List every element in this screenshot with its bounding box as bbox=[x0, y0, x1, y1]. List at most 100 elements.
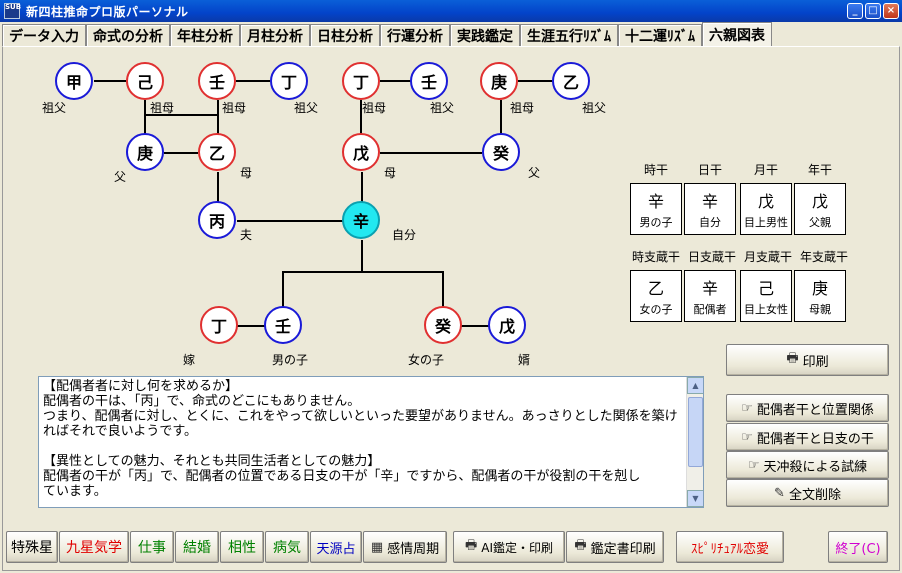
aisho-button[interactable]: 相性 bbox=[220, 531, 264, 563]
kekkon-label: 結婚 bbox=[183, 540, 211, 556]
grandmother-node-2: 壬 bbox=[198, 62, 236, 100]
ai-print-label: AI鑑定・印刷 bbox=[481, 540, 554, 555]
grandmother-node-4: 庚 bbox=[480, 62, 518, 100]
branch-stem-value: 庚 bbox=[811, 279, 828, 298]
stem-value: 戊 bbox=[811, 192, 828, 211]
title-bar: SUB 新四柱推命プロ版パーソナル _ □ × bbox=[0, 0, 902, 22]
printer-icon: 🖶 bbox=[464, 538, 478, 553]
kyusei-button[interactable]: 九星気学 bbox=[59, 531, 129, 563]
tab-juniun-rhythm[interactable]: 十二運ﾘｽﾞﾑ bbox=[618, 24, 702, 46]
grandfather-label-1: 祖父 bbox=[42, 101, 67, 115]
kanjo-label: 感情周期 bbox=[387, 541, 440, 557]
grandfather-node-2: 丁 bbox=[270, 62, 308, 100]
kanjo-button[interactable]: ▦ 感情周期 bbox=[363, 531, 447, 563]
son-in-law-label: 婿 bbox=[518, 353, 531, 367]
tab-data-input[interactable]: データ入力 bbox=[2, 24, 86, 46]
window-title: 新四柱推命プロ版パーソナル bbox=[26, 4, 189, 19]
tab-day-pillar[interactable]: 日柱分析 bbox=[310, 24, 380, 46]
branch-box-year: 庚 母親 bbox=[794, 270, 846, 322]
mother-node-right: 戊 bbox=[342, 133, 380, 171]
father-node-left: 庚 bbox=[126, 133, 164, 171]
tab-gogyo-rhythm[interactable]: 生涯五行ﾘｽﾞﾑ bbox=[520, 24, 618, 46]
spouse-branch-button[interactable]: ☞ 配偶者干と日支の干 bbox=[726, 423, 889, 451]
description-line bbox=[43, 439, 681, 454]
grandmother-label-2: 祖母 bbox=[222, 101, 247, 115]
ai-print-button[interactable]: 🖶 AI鑑定・印刷 bbox=[453, 531, 565, 563]
textarea-scrollbar[interactable]: ▲ ▼ bbox=[686, 377, 703, 507]
self-label: 自分 bbox=[392, 228, 417, 242]
father-label-left: 父 bbox=[114, 170, 127, 184]
self-node: 辛 bbox=[342, 201, 380, 239]
description-line: つまり、配偶者に対し、とくに、これをやって欲しいといった要望がありません。あっさ… bbox=[43, 409, 678, 424]
branch-header-hour: 時支蔵干 bbox=[631, 250, 680, 264]
tab-gyoun[interactable]: 行運分析 bbox=[380, 24, 450, 46]
tab-rokushin[interactable]: 六親図表 bbox=[702, 22, 772, 46]
tenchusatsu-label: 天冲殺による試練 bbox=[763, 459, 868, 475]
byoki-button[interactable]: 病気 bbox=[265, 531, 309, 563]
clear-all-button[interactable]: ✎ 全文削除 bbox=[726, 479, 889, 507]
stem-header-year: 年干 bbox=[807, 163, 832, 177]
branch-relation: 女の子 bbox=[639, 303, 673, 316]
tengen-label: 天源占 bbox=[316, 541, 356, 557]
spouse-position-label: 配偶者干と位置関係 bbox=[756, 402, 874, 418]
shigoto-label: 仕事 bbox=[138, 540, 166, 556]
tokushu-button[interactable]: 特殊星 bbox=[6, 531, 58, 563]
kanteisho-print-button[interactable]: 🖶 鑑定書印刷 bbox=[566, 531, 664, 563]
mother-label-right: 母 bbox=[384, 166, 397, 180]
minimize-icon[interactable]: _ bbox=[847, 3, 863, 19]
eraser-icon: ✎ bbox=[774, 485, 785, 501]
description-line: ています。 bbox=[43, 484, 107, 499]
spiritual-love-button[interactable]: ｽﾋﾟﾘﾁｭｱﾙ恋愛 bbox=[676, 531, 784, 563]
clear-all-label: 全文削除 bbox=[788, 487, 841, 503]
description-textarea[interactable]: 【配偶者者に対し何を求めるか】 配偶者の干は、「丙」で、命式のどこにもありません… bbox=[38, 376, 704, 508]
son-in-law-node: 戊 bbox=[488, 306, 526, 344]
grandfather-node-4: 乙 bbox=[552, 62, 590, 100]
branch-stem-value: 辛 bbox=[701, 279, 718, 298]
stem-value: 戊 bbox=[757, 192, 774, 211]
daughter-in-law-label: 嫁 bbox=[183, 353, 196, 367]
branch-box-hour: 乙 女の子 bbox=[630, 270, 682, 322]
printer-icon: 🖶 bbox=[574, 538, 587, 553]
branch-relation: 目上女性 bbox=[744, 303, 788, 316]
branch-relation: 配偶者 bbox=[693, 303, 727, 316]
stem-value: 辛 bbox=[647, 192, 664, 211]
tab-month-pillar[interactable]: 月柱分析 bbox=[240, 24, 310, 46]
mother-label-left: 母 bbox=[240, 166, 253, 180]
kekkon-button[interactable]: 結婚 bbox=[175, 531, 219, 563]
stem-relation: 自分 bbox=[699, 216, 721, 229]
stem-box-hour: 辛 男の子 bbox=[630, 183, 682, 235]
grandmother-label-4: 祖母 bbox=[510, 101, 535, 115]
father-node-right: 癸 bbox=[482, 133, 520, 171]
stem-relation: 男の子 bbox=[639, 216, 673, 229]
close-icon[interactable]: × bbox=[883, 3, 899, 19]
spouse-branch-label: 配偶者干と日支の干 bbox=[756, 431, 874, 447]
grandfather-node-3: 壬 bbox=[410, 62, 448, 100]
grandfather-label-3: 祖父 bbox=[430, 101, 455, 115]
daughter-label: 女の子 bbox=[408, 353, 445, 367]
scroll-up-icon[interactable]: ▲ bbox=[687, 377, 703, 394]
scroll-down-icon[interactable]: ▼ bbox=[687, 490, 703, 507]
grandfather-node-1: 甲 bbox=[55, 62, 93, 100]
kanteisho-label: 鑑定書印刷 bbox=[590, 541, 656, 557]
grandmother-label-3: 祖母 bbox=[362, 101, 387, 115]
stem-box-year: 戊 父親 bbox=[794, 183, 846, 235]
exit-button[interactable]: 終了(C) bbox=[828, 531, 888, 563]
tab-meishiki[interactable]: 命式の分析 bbox=[86, 24, 170, 46]
pointing-hand-icon: ☞ bbox=[741, 400, 753, 416]
father-label-right: 父 bbox=[528, 166, 541, 180]
grandmother-node-1: 己 bbox=[126, 62, 164, 100]
pointing-hand-icon: ☞ bbox=[747, 457, 760, 473]
description-line: 配偶者の干は、「丙」で、命式のどこにもありません。 bbox=[43, 394, 361, 409]
spouse-position-button[interactable]: ☞ 配偶者干と位置関係 bbox=[726, 394, 889, 422]
maximize-icon[interactable]: □ bbox=[865, 3, 881, 19]
tab-year-pillar[interactable]: 年柱分析 bbox=[170, 24, 240, 46]
scroll-thumb[interactable] bbox=[688, 397, 703, 467]
tenchusatsu-button[interactable]: ☞ 天冲殺による試練 bbox=[726, 451, 889, 479]
print-button[interactable]: 🖶 印刷 bbox=[726, 344, 889, 376]
tengen-button[interactable]: 天源占 bbox=[310, 531, 362, 563]
shigoto-button[interactable]: 仕事 bbox=[130, 531, 174, 563]
tab-jissen[interactable]: 実践鑑定 bbox=[450, 24, 520, 46]
description-line: 【異性としての魅力、それとも共同生活者としての魅力】 bbox=[43, 454, 381, 469]
daughter-in-law-node: 丁 bbox=[200, 306, 238, 344]
stem-box-month: 戊 目上男性 bbox=[740, 183, 792, 235]
